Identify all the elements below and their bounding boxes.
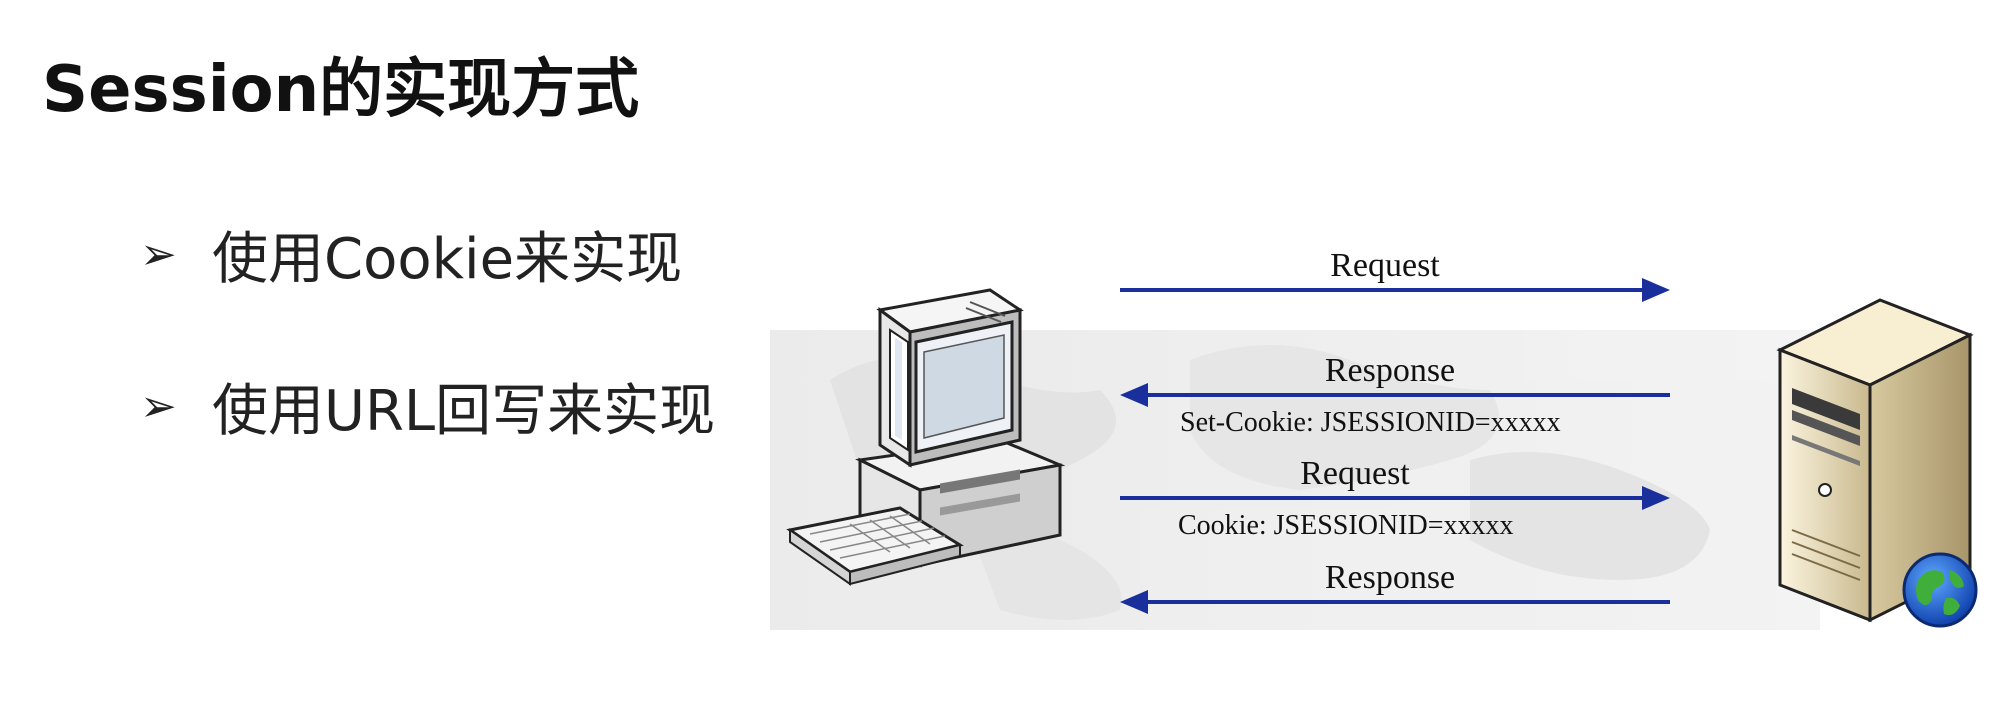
message-label: Response: [1325, 352, 1455, 389]
bullet-text: 使用URL回写来实现: [212, 379, 716, 444]
arrow-right-icon: [1642, 278, 1670, 302]
arrow-left-icon: [1120, 383, 1148, 407]
bullet-arrow-icon: ➢: [140, 229, 177, 280]
message-4: Response: [1120, 559, 1670, 614]
message-label: Request: [1300, 455, 1410, 492]
message-header: Set-Cookie: JSESSIONID=xxxxx: [1180, 407, 1561, 438]
arrow-left-icon: [1120, 590, 1148, 614]
globe-icon: [1902, 552, 1978, 628]
bullet-item-cookie: ➢ 使用Cookie来实现: [140, 214, 682, 295]
message-label: Request: [1330, 247, 1440, 284]
bullet-arrow-icon: ➢: [140, 381, 177, 432]
message-1: Request: [1120, 247, 1670, 302]
slide-title: Session的实现方式: [42, 53, 640, 127]
message-header: Cookie: JSESSIONID=xxxxx: [1178, 510, 1513, 541]
arrow-right-icon: [1642, 486, 1670, 510]
bullet-text: 使用Cookie来实现: [212, 227, 683, 292]
bullet-item-url-rewrite: ➢ 使用URL回写来实现: [140, 366, 715, 447]
message-label: Response: [1325, 559, 1455, 596]
computer-icon: [786, 288, 1066, 586]
server-icon: [1776, 298, 1974, 623]
